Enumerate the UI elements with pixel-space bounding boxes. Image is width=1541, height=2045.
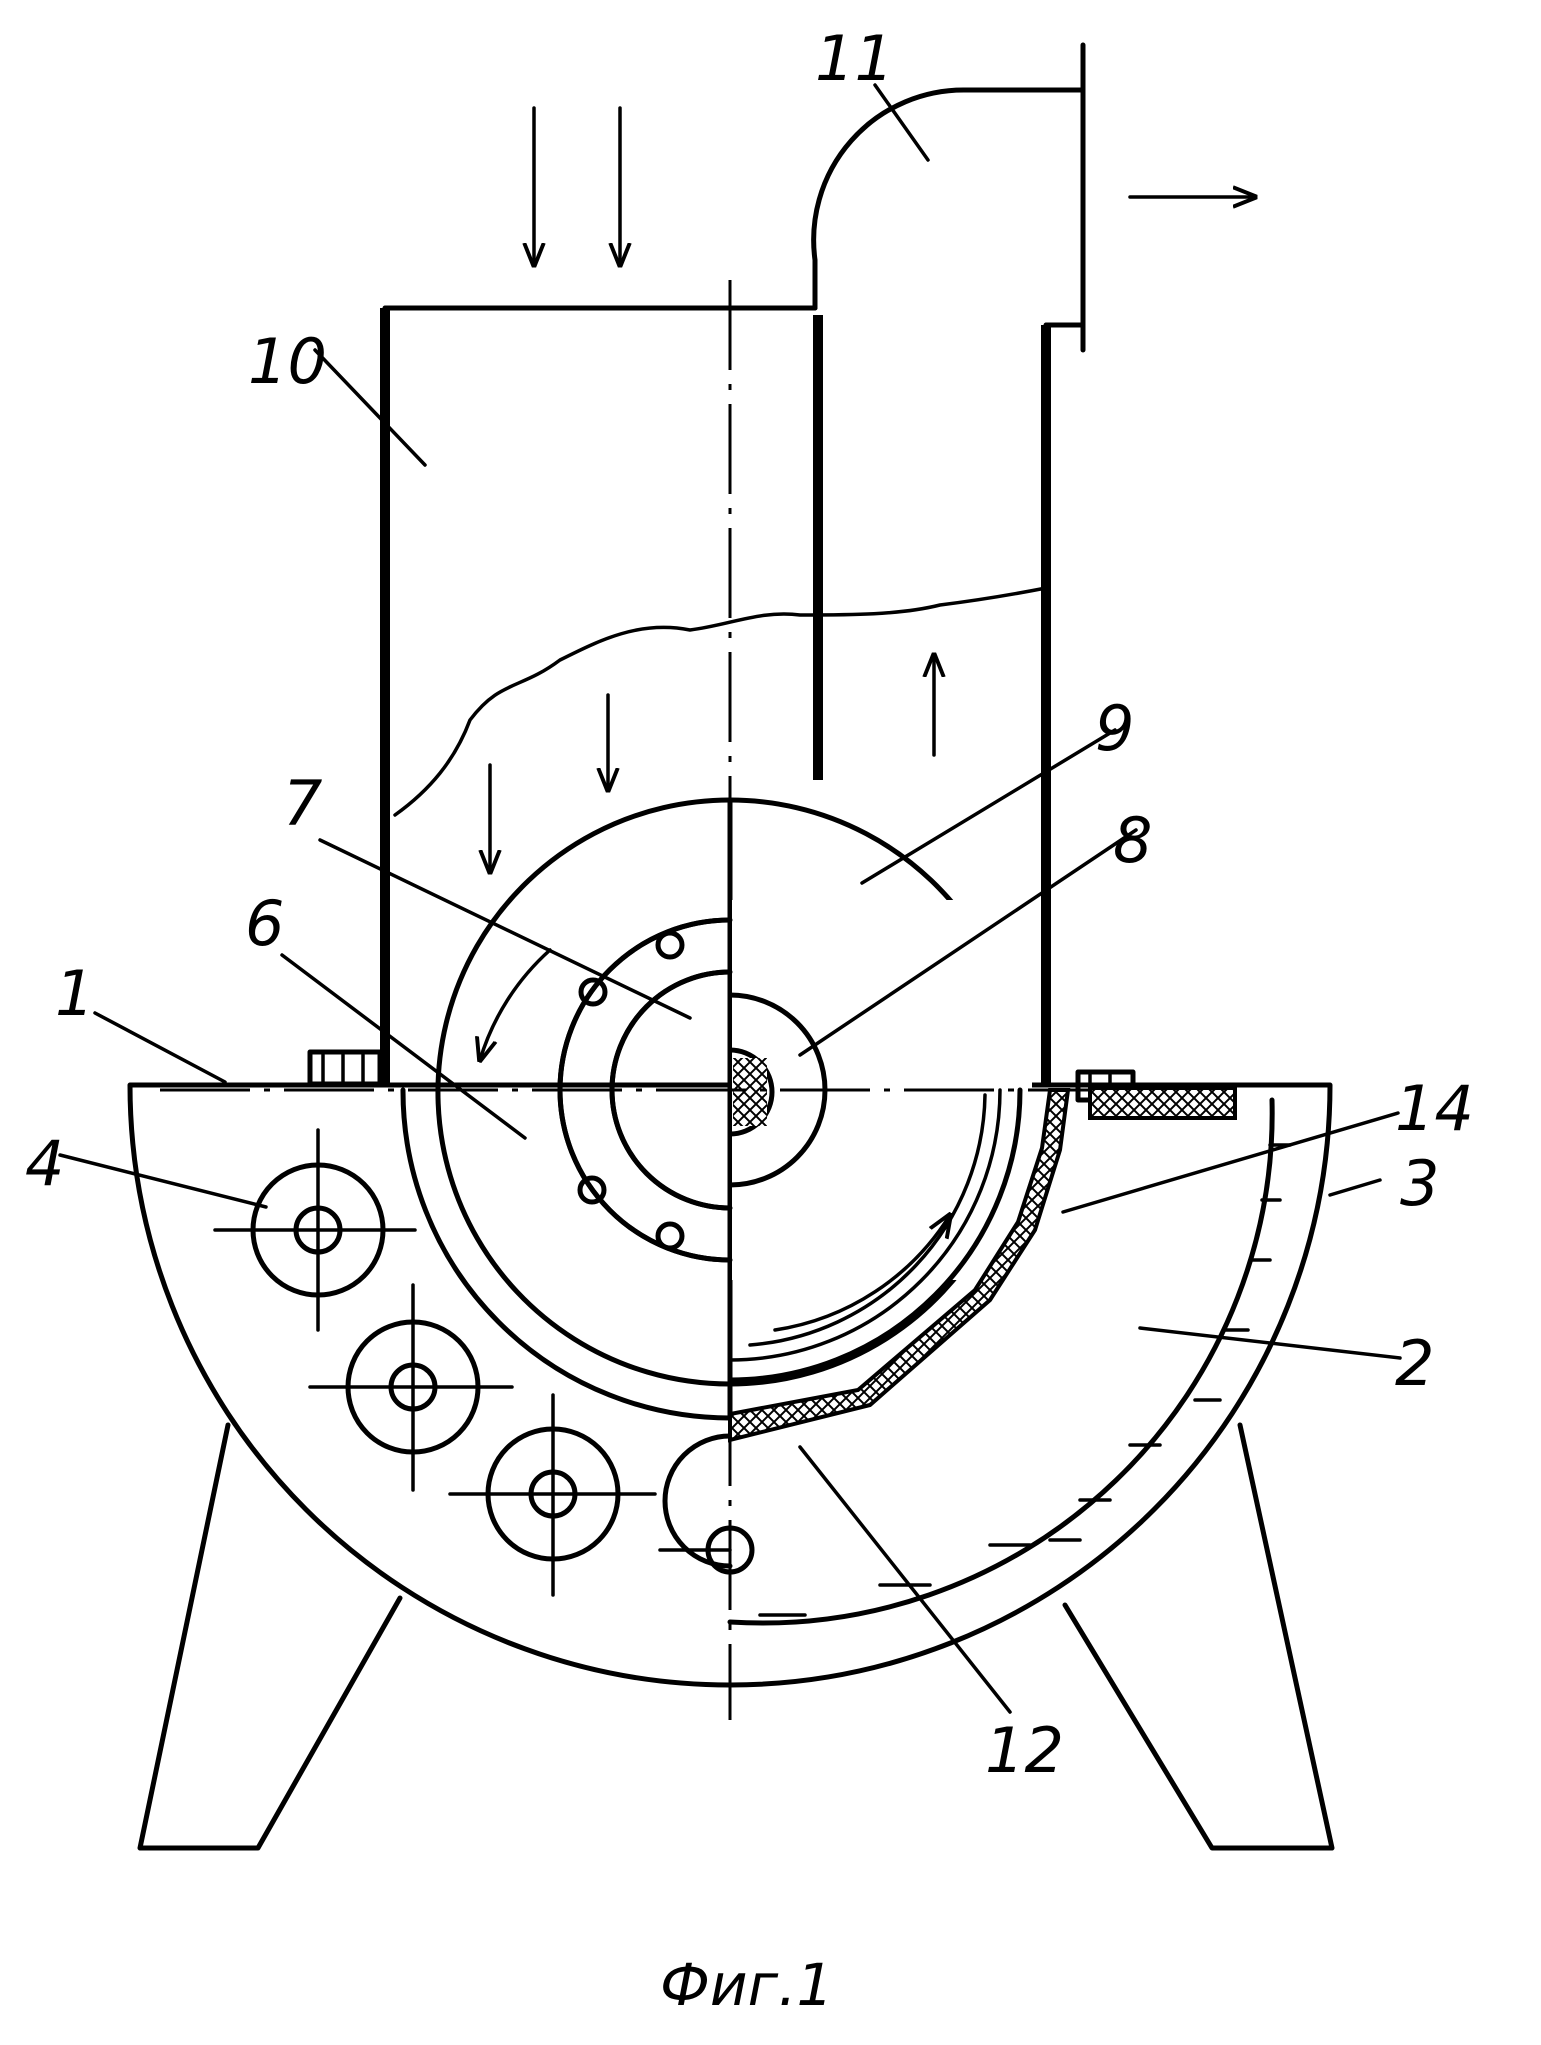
nozzle-4-partial [660,1436,752,1572]
label-9: 9 [1095,692,1134,765]
label-3: 3 [1400,1147,1439,1220]
nozzle-1 [215,1130,415,1330]
label-8: 8 [1113,804,1152,877]
nozzles [215,1130,752,1595]
label-14: 14 [1395,1072,1474,1145]
legs [140,1425,1332,1848]
rotor [438,800,1032,1384]
label-12: 12 [985,1714,1064,1787]
figure-caption: Фиг.1 [660,1951,833,2019]
label-10: 10 [248,325,327,398]
label-1: 1 [55,957,94,1030]
label-4: 4 [25,1127,64,1200]
nozzle-3 [450,1395,655,1595]
nozzle-2 [310,1285,512,1490]
label-11: 11 [815,22,894,95]
label-7: 7 [283,767,322,840]
label-2: 2 [1395,1327,1434,1400]
label-6: 6 [245,887,284,960]
